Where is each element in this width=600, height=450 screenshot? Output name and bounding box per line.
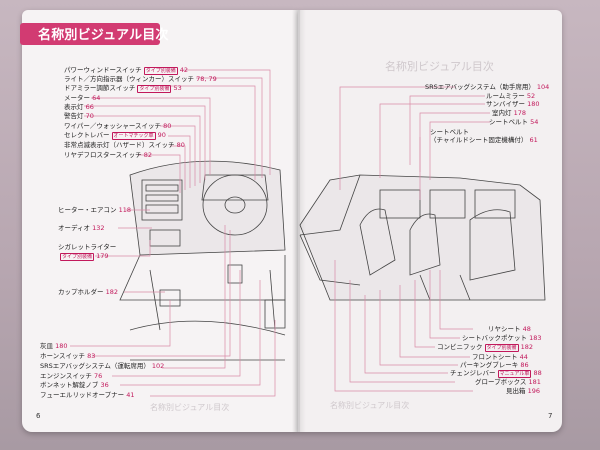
label-room-lamp: 室内灯 178 [492,109,526,117]
label-convenience-hook: コンビニフックタイプ別装備 182 [437,343,533,352]
label-change-lever: チェンジレバーマニュアル車 88 [450,369,542,378]
label-door-mirror-switch: ドアミラー調節スイッチタイプ別装備 53 [64,84,182,93]
label-parking-brake: パーキングブレーキ 86 [460,361,529,369]
label-ashtray: 灰皿 180 [40,342,68,350]
label-engine-switch: エンジンスイッチ 76 [40,372,102,380]
label-front-seat: フロントシート 44 [472,353,528,361]
label-search-box: 見出箱 196 [506,387,540,395]
label-fuel-lid-opener: フューエルリッドオープナー 41 [40,391,134,399]
label-seatback-pocket: シートバックポケット 183 [462,334,542,342]
cabin-illustration [300,175,545,300]
label-srs-driver: SRSエアバッグシステム（運転席用） 102 [40,362,164,370]
label-cigarette-lighter-ref: タイプ別装備 179 [58,252,109,261]
label-wiper-switch: ワイパー／ウォッシャースイッチ 80 [64,122,171,130]
label-warning-lamp: 警告灯 70 [64,112,94,120]
label-light-turn-switch: ライト／方向指示器（ウィンカー）スイッチ 78, 79 [64,75,217,83]
label-audio: オーディオ 132 [58,224,105,232]
label-meter: メーター 64 [64,94,100,102]
label-child-seat-fixing: （チャイルドシート固定機構付） 61 [430,136,538,144]
label-seat-belt-child: シートベルト [430,128,469,136]
label-power-window-switch: パワーウィンドースイッチタイプ別装備 42 [64,66,188,75]
label-cigarette-lighter: シガレットライター [58,243,116,251]
label-hazard-switch: 非常点滅表示灯（ハザード）スイッチ 80 [64,141,185,149]
label-srs-passenger: SRSエアバッグシステム（助手席用） 104 [425,83,549,91]
label-heater-aircon: ヒーター・エアコン 118 [58,206,131,214]
label-bonnet-knob: ボンネット解錠ノブ 36 [40,381,109,389]
label-indicator-lamp: 表示灯 66 [64,103,94,111]
label-sun-visor: サンバイザー 180 [486,100,540,108]
page-number-left: 6 [36,412,40,420]
label-seat-belt: シートベルト 54 [489,118,538,126]
page-number-right: 7 [548,412,552,420]
label-room-mirror: ルームミラー 52 [486,92,535,100]
label-horn-switch: ホーンスイッチ 83 [40,352,95,360]
label-rear-seat: リヤシート 48 [488,325,531,333]
label-select-lever: セレクトレバーオートマチック車 90 [64,131,166,140]
label-glove-box: グローブボックス 181 [475,378,541,386]
label-cup-holder: カップホルダー 182 [58,288,118,296]
label-rear-defroster-switch: リヤデフロスタースイッチ 82 [64,151,152,159]
